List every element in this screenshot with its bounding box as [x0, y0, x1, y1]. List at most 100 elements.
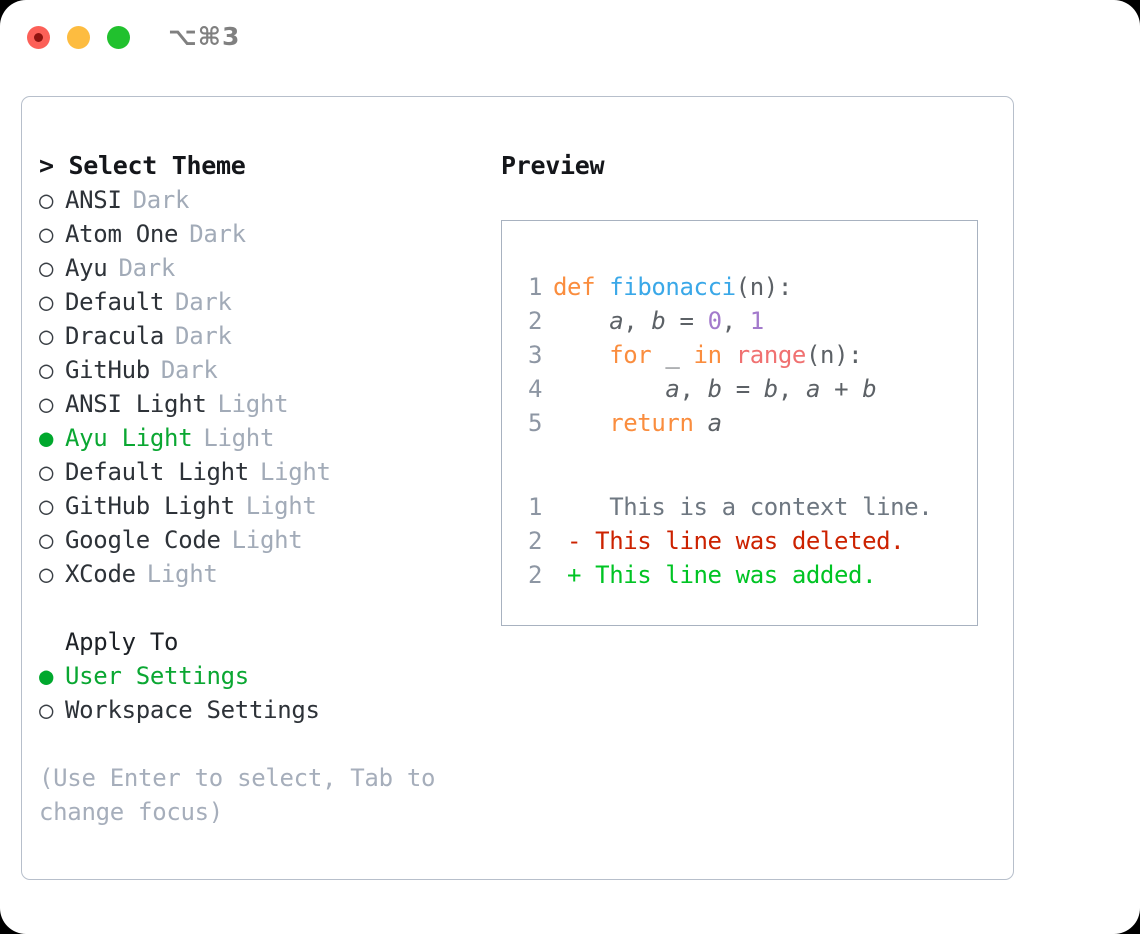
- theme-name-label: ANSI Light: [65, 390, 207, 418]
- theme-name-label: Atom One: [65, 220, 179, 248]
- code-line: 3 for _ in range(n):: [512, 338, 876, 372]
- theme-kind-label: Dark: [175, 288, 232, 316]
- radio-unselected-icon[interactable]: ○: [39, 288, 54, 316]
- theme-kind-label: Light: [231, 526, 303, 554]
- theme-name-label: Default Light: [65, 458, 249, 486]
- minimize-window-icon[interactable]: [67, 26, 90, 49]
- title-bar: ⌥⌘3: [0, 0, 1140, 78]
- radio-selected-icon[interactable]: ●: [39, 424, 54, 452]
- code-token: return: [609, 409, 694, 437]
- line-number: 2: [527, 307, 542, 335]
- line-number: 2: [527, 561, 542, 589]
- apply-to-list[interactable]: ●User Settings ○ Workspace Settings: [39, 659, 499, 727]
- preview-heading: Preview: [501, 151, 605, 180]
- apply-to-heading: Apply To: [65, 628, 179, 656]
- theme-kind-label: Light: [203, 424, 275, 452]
- code-line: 4 a, b = b, a + b: [512, 372, 877, 406]
- apply-to-label: Workspace Settings: [65, 696, 320, 724]
- code-line: 5 return a: [512, 406, 876, 440]
- code-token: [722, 341, 736, 369]
- code-token: ,: [721, 307, 750, 335]
- theme-kind-label: Light: [217, 390, 289, 418]
- diff-text: - This line was deleted.: [553, 527, 905, 555]
- code-token: ,: [777, 375, 806, 403]
- code-token: fibonacci: [609, 273, 736, 301]
- code-token: [694, 409, 708, 437]
- code-token: [553, 341, 609, 369]
- maximize-window-icon[interactable]: [107, 26, 130, 49]
- theme-name-label: ANSI: [65, 186, 122, 214]
- code-token: 0: [707, 307, 722, 335]
- code-token: a: [609, 307, 624, 335]
- code-token: b: [862, 375, 877, 403]
- radio-selected-icon[interactable]: ●: [39, 662, 54, 690]
- select-theme-heading: > Select Theme: [39, 151, 246, 180]
- theme-list-item[interactable]: ○ Ayu Dark: [39, 251, 499, 285]
- diff-line: 2 - This line was deleted.: [512, 524, 932, 558]
- theme-name-label: Default: [65, 288, 165, 316]
- theme-name-label: Ayu Light: [65, 424, 193, 452]
- radio-unselected-icon[interactable]: ○: [39, 322, 54, 350]
- theme-name-label: Ayu: [65, 254, 108, 282]
- line-number: 4: [527, 375, 542, 403]
- radio-unselected-icon[interactable]: ○: [39, 390, 54, 418]
- theme-name-label: GitHub: [65, 356, 150, 384]
- code-token: [595, 273, 609, 301]
- keyboard-hint-text: (Use Enter to select, Tab to change focu…: [39, 764, 436, 826]
- radio-unselected-icon[interactable]: ○: [39, 220, 54, 248]
- line-number: 2: [527, 527, 542, 555]
- code-token: (n):: [805, 341, 863, 369]
- code-token: _: [665, 341, 680, 369]
- code-token: in: [693, 341, 723, 369]
- theme-list-item[interactable]: ○ Default Light Light: [39, 455, 499, 489]
- code-token: b: [651, 307, 666, 335]
- theme-list-item[interactable]: ○ ANSI Dark: [39, 183, 499, 217]
- close-window-icon[interactable]: [27, 26, 50, 49]
- apply-to-section: Apply To ●User Settings ○ Workspace Settin…: [39, 625, 499, 727]
- theme-list-item[interactable]: ● Ayu Light Light: [39, 421, 499, 455]
- code-token: ,: [623, 307, 652, 335]
- window-controls: [27, 26, 130, 49]
- theme-kind-label: Dark: [132, 186, 190, 214]
- theme-list-item[interactable]: ○ Dracula Dark: [39, 319, 499, 353]
- radio-unselected-icon[interactable]: ○: [39, 356, 54, 384]
- theme-name-label: Dracula: [65, 322, 165, 350]
- line-number: 1: [527, 273, 542, 301]
- code-token: range: [735, 341, 807, 369]
- radio-unselected-icon[interactable]: ○: [39, 560, 54, 588]
- code-token: (n):: [735, 273, 793, 301]
- radio-unselected-icon[interactable]: ○: [39, 492, 54, 520]
- code-token: a: [707, 409, 722, 437]
- radio-unselected-icon[interactable]: ○: [39, 186, 54, 214]
- theme-list-item[interactable]: ○ Default Dark: [39, 285, 499, 319]
- code-token: =: [721, 375, 764, 403]
- radio-unselected-icon[interactable]: ○: [39, 696, 54, 724]
- theme-kind-label: Dark: [118, 254, 176, 282]
- code-token: 1: [749, 307, 764, 335]
- theme-list-item[interactable]: ○ ANSI Light Light: [39, 387, 499, 421]
- radio-unselected-icon[interactable]: ○: [39, 526, 54, 554]
- theme-kind-label: Light: [259, 458, 331, 486]
- theme-name-label: GitHub Light: [65, 492, 235, 520]
- code-token: for: [609, 341, 652, 369]
- radio-unselected-icon[interactable]: ○: [39, 254, 54, 282]
- apply-to-item[interactable]: ○ Workspace Settings: [39, 693, 499, 727]
- code-token: b: [707, 375, 722, 403]
- code-token: a: [805, 375, 821, 403]
- code-token: def: [553, 273, 596, 301]
- code-token: [553, 409, 609, 437]
- code-token: +: [820, 375, 863, 403]
- diff-text: + This line was added.: [553, 561, 877, 589]
- diff-line: 1 This is a context line.: [512, 490, 933, 524]
- radio-unselected-icon[interactable]: ○: [39, 458, 54, 486]
- theme-kind-label: Dark: [175, 322, 232, 350]
- apply-to-item[interactable]: ●User Settings: [39, 659, 499, 693]
